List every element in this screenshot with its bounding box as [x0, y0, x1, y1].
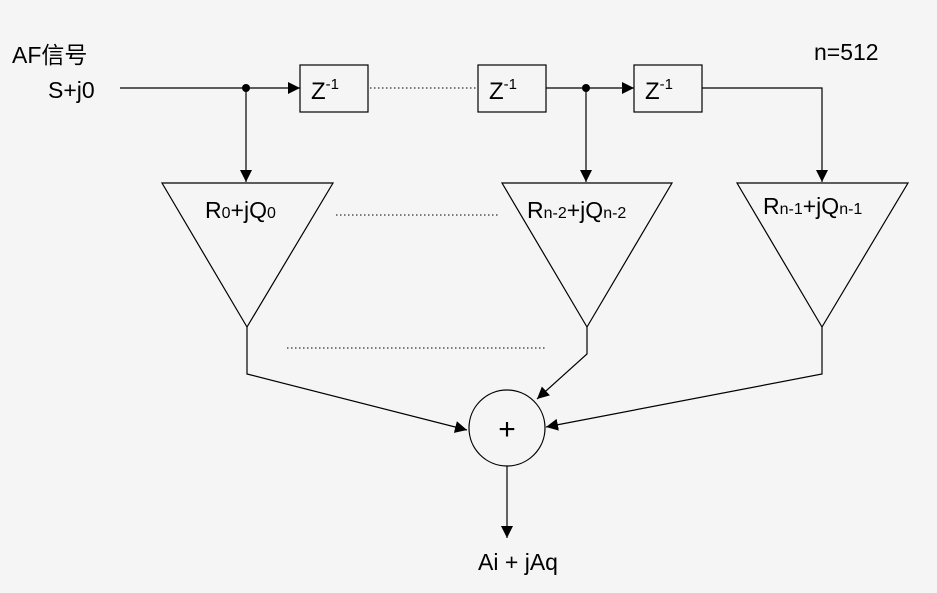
delay-label-1: Z-1	[311, 76, 339, 105]
delay-wire-to-last-tap	[702, 87, 828, 182]
adder-symbol: +	[498, 413, 516, 446]
coefficient-label-n-2: Rn-2+jQn-2	[527, 197, 626, 223]
coefficient-triangle-0	[160, 182, 335, 329]
input-label-signal: S+j0	[48, 77, 95, 103]
output-label: Ai + jAq	[478, 549, 558, 575]
sum-wire-0	[246, 327, 468, 433]
delay-label-2: Z-1	[489, 76, 517, 105]
delay-label-3: Z-1	[645, 76, 673, 105]
coefficient-label-n-1: Rn-1+jQn-1	[763, 193, 862, 219]
order-label: n=512	[814, 39, 879, 65]
coefficient-triangle-n-1	[735, 182, 910, 329]
input-label-af-signal: AF信号	[12, 42, 87, 68]
delay-block-1	[299, 64, 369, 113]
coefficient-triangle-n-2	[500, 182, 674, 329]
sum-wire-n-1	[545, 327, 823, 431]
sum-wire-n-2	[536, 327, 588, 400]
coefficient-label-0: R0+jQ0	[205, 197, 276, 223]
